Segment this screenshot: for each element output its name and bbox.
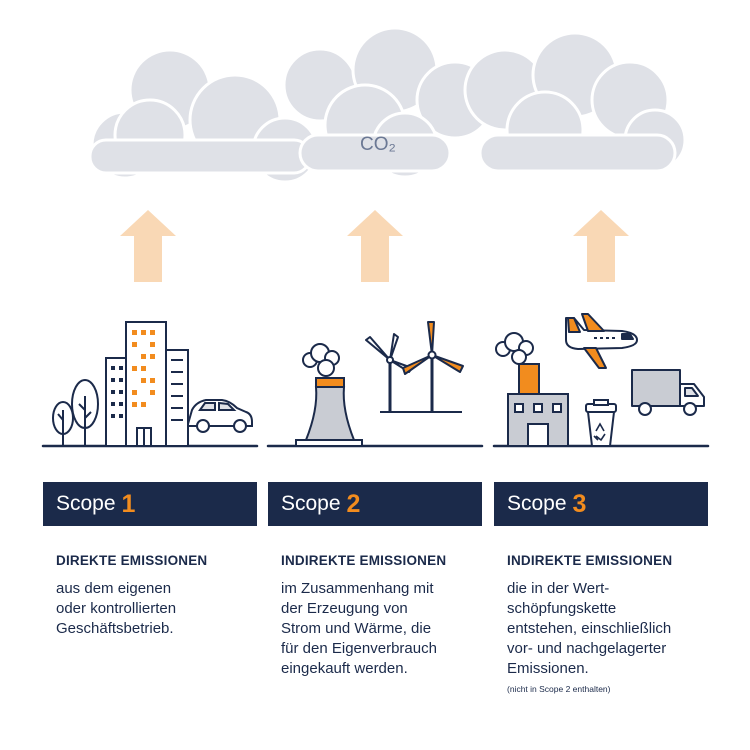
scope-3-header: Scope 3	[494, 482, 708, 526]
skyscraper-icon	[125, 321, 189, 447]
wind-turbine-icon	[365, 321, 464, 413]
scope-label: Scope	[507, 492, 567, 515]
scope-label: Scope	[281, 492, 341, 515]
scope-number: 2	[346, 489, 361, 518]
recycling-bin-icon	[585, 399, 617, 447]
power-plant-icon	[295, 343, 363, 447]
scope-2-description: INDIREKTE EMISSIONEN im Zusammenhang mit…	[281, 553, 501, 679]
car-icon	[187, 399, 253, 433]
scope-1-header: Scope 1	[43, 482, 257, 526]
arrow-up-icon	[573, 210, 629, 282]
scope-label: Scope	[56, 492, 116, 515]
scope-text: die in der Wert- schöpfungskette entsteh…	[507, 580, 672, 677]
co2-label: CO₂	[360, 134, 396, 155]
airplane-icon	[565, 313, 638, 369]
arrow-up-icon	[120, 210, 176, 282]
scope-footnote: (nicht in Scope 2 enthalten)	[507, 684, 611, 694]
trees-icon	[52, 379, 99, 446]
factory-icon	[495, 332, 569, 447]
arrow-up-icon	[347, 210, 403, 282]
scope-number: 1	[121, 489, 136, 518]
scope-2-header: Scope 2	[268, 482, 482, 526]
scope-text: im Zusammenhang mit der Erzeugung von St…	[281, 580, 437, 677]
emissions-illustration: CO₂	[41, 26, 710, 448]
cloud-icon	[88, 26, 687, 184]
scope-text: aus dem eigenen oder kontrollierten Gesc…	[56, 580, 177, 637]
scope-1-description: DIREKTE EMISSIONEN aus dem eigenen oder …	[56, 553, 276, 639]
scope-3-description: INDIREKTE EMISSIONEN die in der Wert- sc…	[507, 553, 727, 694]
scope-number: 3	[572, 489, 587, 518]
truck-icon	[631, 369, 705, 416]
scope-heading: INDIREKTE EMISSIONEN	[281, 553, 447, 568]
scope-heading: INDIREKTE EMISSIONEN	[507, 553, 673, 568]
building-icon	[105, 357, 129, 447]
scope-heading: DIREKTE EMISSIONEN	[56, 553, 208, 568]
